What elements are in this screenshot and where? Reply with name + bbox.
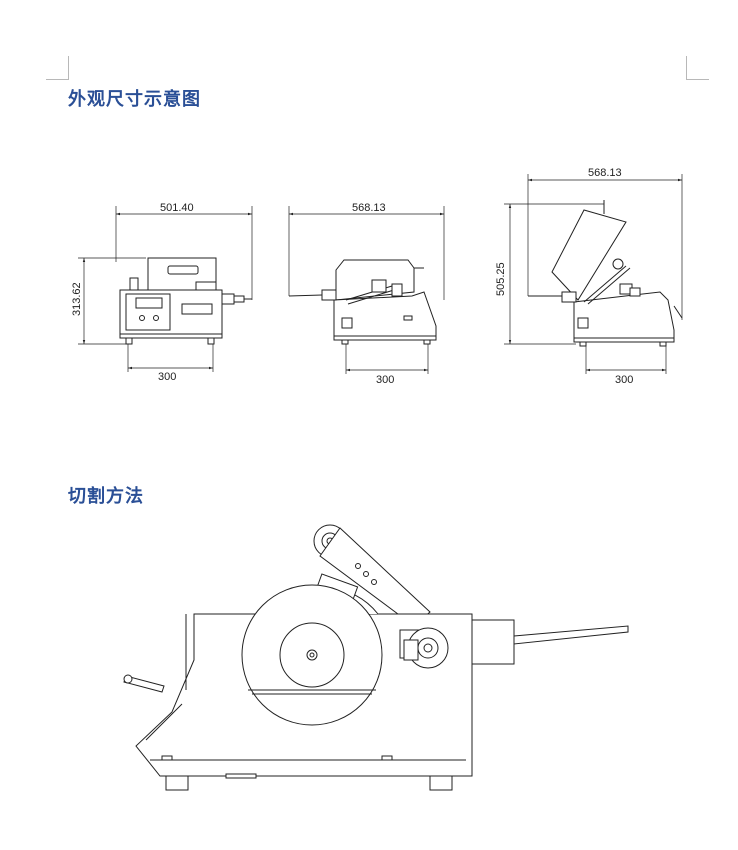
front-height-label: 313.62	[71, 282, 83, 316]
wheel-guard	[241, 573, 383, 726]
dimension-drawings: 501.40 313.62 300 568.13	[71, 167, 683, 386]
cutting-method-section-title: 切割方法	[68, 486, 144, 507]
crop-mark-left	[46, 56, 69, 80]
open-width-label: 568.13	[588, 167, 622, 179]
side-view: 568.13 300	[288, 202, 445, 386]
cutting-method-drawing	[123, 524, 629, 791]
side-base-label: 300	[376, 374, 394, 386]
front-width-label: 501.40	[160, 202, 194, 214]
clamp-vise	[399, 627, 449, 669]
open-height-label: 505.25	[495, 262, 507, 296]
motor	[471, 619, 629, 665]
open-base-label: 300	[615, 374, 633, 386]
front-base-label: 300	[158, 371, 176, 383]
front-view: 501.40 313.62 300	[71, 202, 253, 383]
side-width-label: 568.13	[352, 202, 386, 214]
cutting-arm	[313, 524, 431, 627]
crop-mark-right	[686, 56, 709, 80]
dimensions-section-title: 外观尺寸示意图	[68, 89, 201, 110]
open-view: 568.13 505.25 300	[495, 167, 683, 386]
